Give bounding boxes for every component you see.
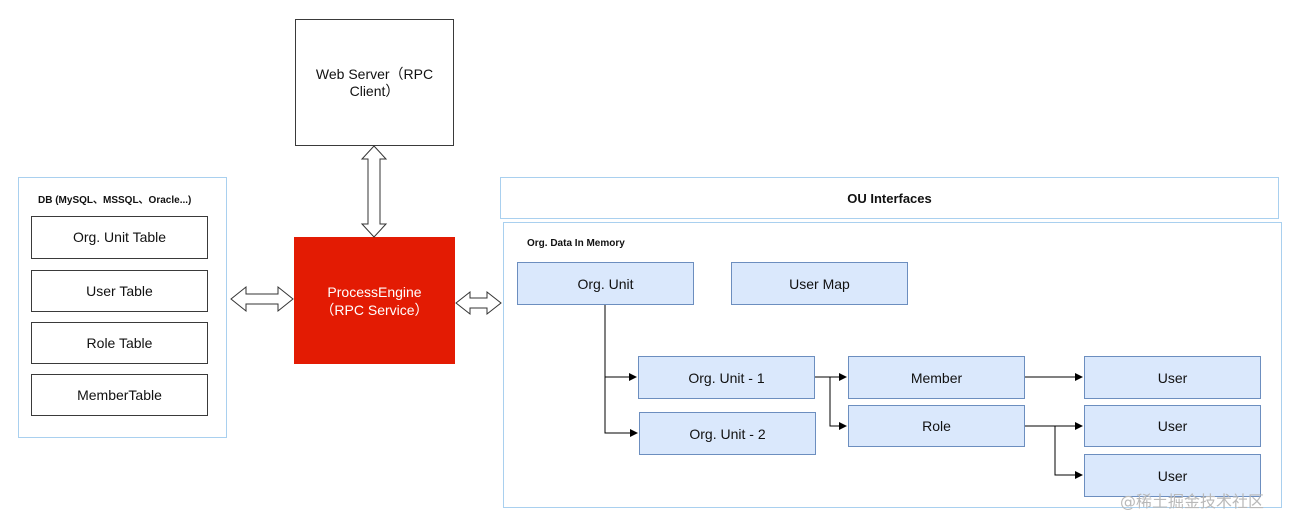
process-engine-node: ProcessEngine （RPC Service） xyxy=(294,237,455,364)
org-unit-2-node: Org. Unit - 2 xyxy=(639,412,816,455)
orgunit-to-unit2-line xyxy=(604,377,638,437)
engine-ou-double-arrow xyxy=(455,290,502,316)
process-engine-label-line1: ProcessEngine xyxy=(327,283,422,300)
user-map-node: User Map xyxy=(731,262,908,305)
user-node-3: User xyxy=(1084,454,1261,497)
org-unit-node: Org. Unit xyxy=(517,262,694,305)
web-server-label-line1: Web Server（RPC xyxy=(315,65,434,82)
role-node: Role xyxy=(848,405,1025,447)
web-engine-double-arrow xyxy=(360,145,388,238)
role-to-user3-line xyxy=(1054,426,1083,479)
unit1-to-role-line xyxy=(829,377,847,430)
member-table: MemberTable xyxy=(31,374,208,416)
org-unit-1-node: Org. Unit - 1 xyxy=(638,356,815,399)
user-node-2: User xyxy=(1084,405,1261,447)
org-data-memory-title: Org. Data In Memory xyxy=(527,238,625,249)
orgunit-to-unit1-line xyxy=(604,305,637,381)
user-node-1: User xyxy=(1084,356,1261,399)
org-unit-table: Org. Unit Table xyxy=(31,216,208,259)
member-node: Member xyxy=(848,356,1025,399)
db-title: DB (MySQL、MSSQL、Oracle...) xyxy=(38,195,192,206)
db-engine-double-arrow xyxy=(230,285,294,313)
watermark: @稀土掘金技术社区 xyxy=(1120,492,1265,511)
web-server-node: Web Server（RPC Client） xyxy=(295,19,454,146)
ou-interfaces-header: OU Interfaces xyxy=(500,177,1279,219)
web-server-label-line2: Client） xyxy=(349,82,400,99)
process-engine-label-line2: （RPC Service） xyxy=(320,301,429,318)
user-table: User Table xyxy=(31,270,208,312)
role-table: Role Table xyxy=(31,322,208,364)
